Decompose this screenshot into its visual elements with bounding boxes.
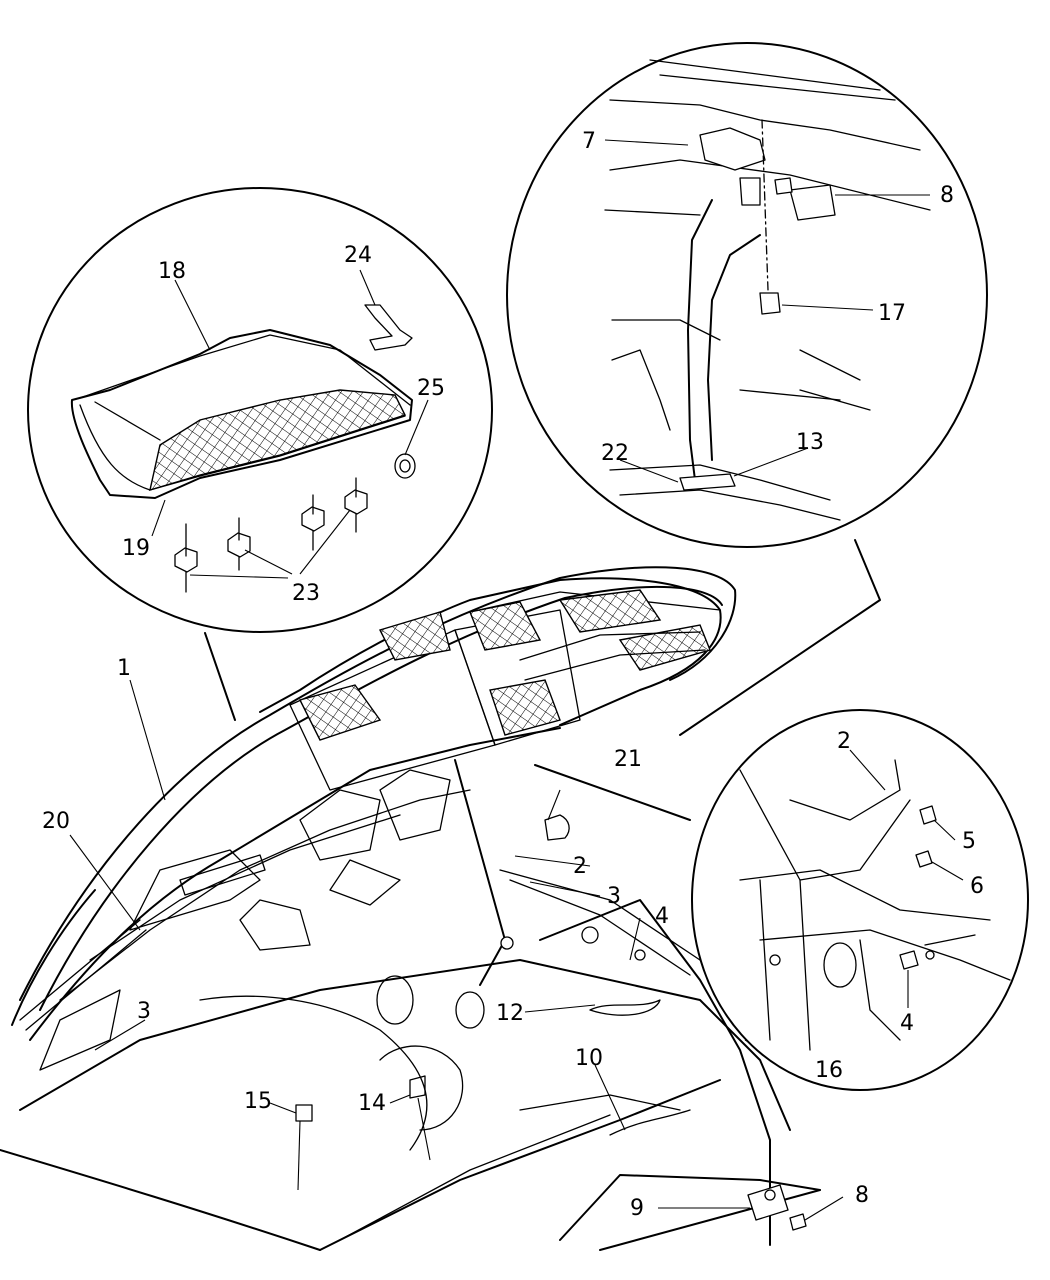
callout-2-hinge: 2 <box>837 729 851 754</box>
callout-labels: 1 2 2 3 3 4 4 5 6 7 8 8 9 10 12 13 14 15… <box>42 129 984 1221</box>
callout-7: 7 <box>582 129 596 154</box>
callout-5: 5 <box>962 829 976 854</box>
hood-latch-part-9 <box>747 1184 789 1221</box>
callout-10: 10 <box>575 1046 603 1071</box>
callout-13: 13 <box>796 430 824 455</box>
callout-21: 21 <box>614 747 642 772</box>
handle-part-13 <box>679 473 736 491</box>
callout-4-hinge: 4 <box>900 1011 914 1036</box>
callout-3-main: 3 <box>607 884 621 909</box>
callout-1: 1 <box>117 656 131 681</box>
callout-8-upper: 8 <box>940 183 954 208</box>
callout-15: 15 <box>244 1089 272 1114</box>
callout-25: 25 <box>417 376 445 401</box>
detail-circle-hinge <box>691 709 1029 1091</box>
bumper-part-17 <box>759 292 781 315</box>
callout-20: 20 <box>42 809 70 834</box>
callout-18: 18 <box>158 259 186 284</box>
bumper-part-21 <box>544 814 570 841</box>
bolt-part-4 <box>899 950 919 970</box>
bolt-part-8-lower <box>789 1213 807 1231</box>
main-hood-assembly <box>0 566 844 1251</box>
bolt-part-8-upper <box>774 177 793 195</box>
callout-23: 23 <box>292 581 320 606</box>
callout-19: 19 <box>122 536 150 561</box>
callout-3-left: 3 <box>137 999 151 1024</box>
callout-12: 12 <box>496 1001 524 1026</box>
callout-22: 22 <box>601 441 629 466</box>
callout-24: 24 <box>344 243 372 268</box>
striker-part-7 <box>699 127 766 171</box>
callout-17: 17 <box>878 301 906 326</box>
bolt-part-6 <box>915 850 933 868</box>
bracket-part-24 <box>364 304 413 351</box>
callout-4-main: 4 <box>655 904 669 929</box>
callout-9: 9 <box>630 1196 644 1221</box>
callout-2-main: 2 <box>573 854 587 879</box>
callout-6: 6 <box>970 874 984 899</box>
callout-14: 14 <box>358 1091 386 1116</box>
callout-16: 16 <box>815 1058 843 1083</box>
detail-circle-latch <box>506 42 988 548</box>
detail-circle-scoop <box>27 187 493 633</box>
callout-8-lower: 8 <box>855 1183 869 1208</box>
clip-part-14 <box>409 1075 426 1099</box>
nuts-part-23 <box>174 477 368 593</box>
nut-part-5 <box>919 805 937 825</box>
bumper-part-15 <box>295 1104 313 1122</box>
grommet-part-25 <box>394 453 416 479</box>
